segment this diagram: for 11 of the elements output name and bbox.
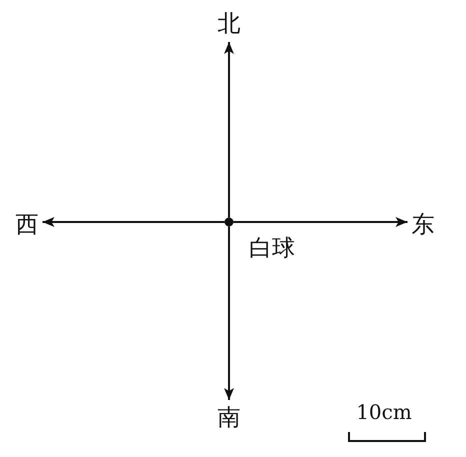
arrow bbox=[224, 226, 234, 400]
arrow bbox=[42, 217, 224, 227]
ball-dot bbox=[224, 218, 234, 226]
direction-label: 北 bbox=[214, 6, 244, 42]
direction-label: 东 bbox=[408, 207, 438, 243]
direction-label: 南 bbox=[214, 400, 244, 436]
scale-label: 10cm bbox=[356, 400, 412, 424]
ball-label: 白球 bbox=[249, 234, 295, 264]
direction-label: 西 bbox=[12, 207, 42, 243]
arrow bbox=[234, 217, 408, 227]
arrow bbox=[224, 42, 234, 218]
